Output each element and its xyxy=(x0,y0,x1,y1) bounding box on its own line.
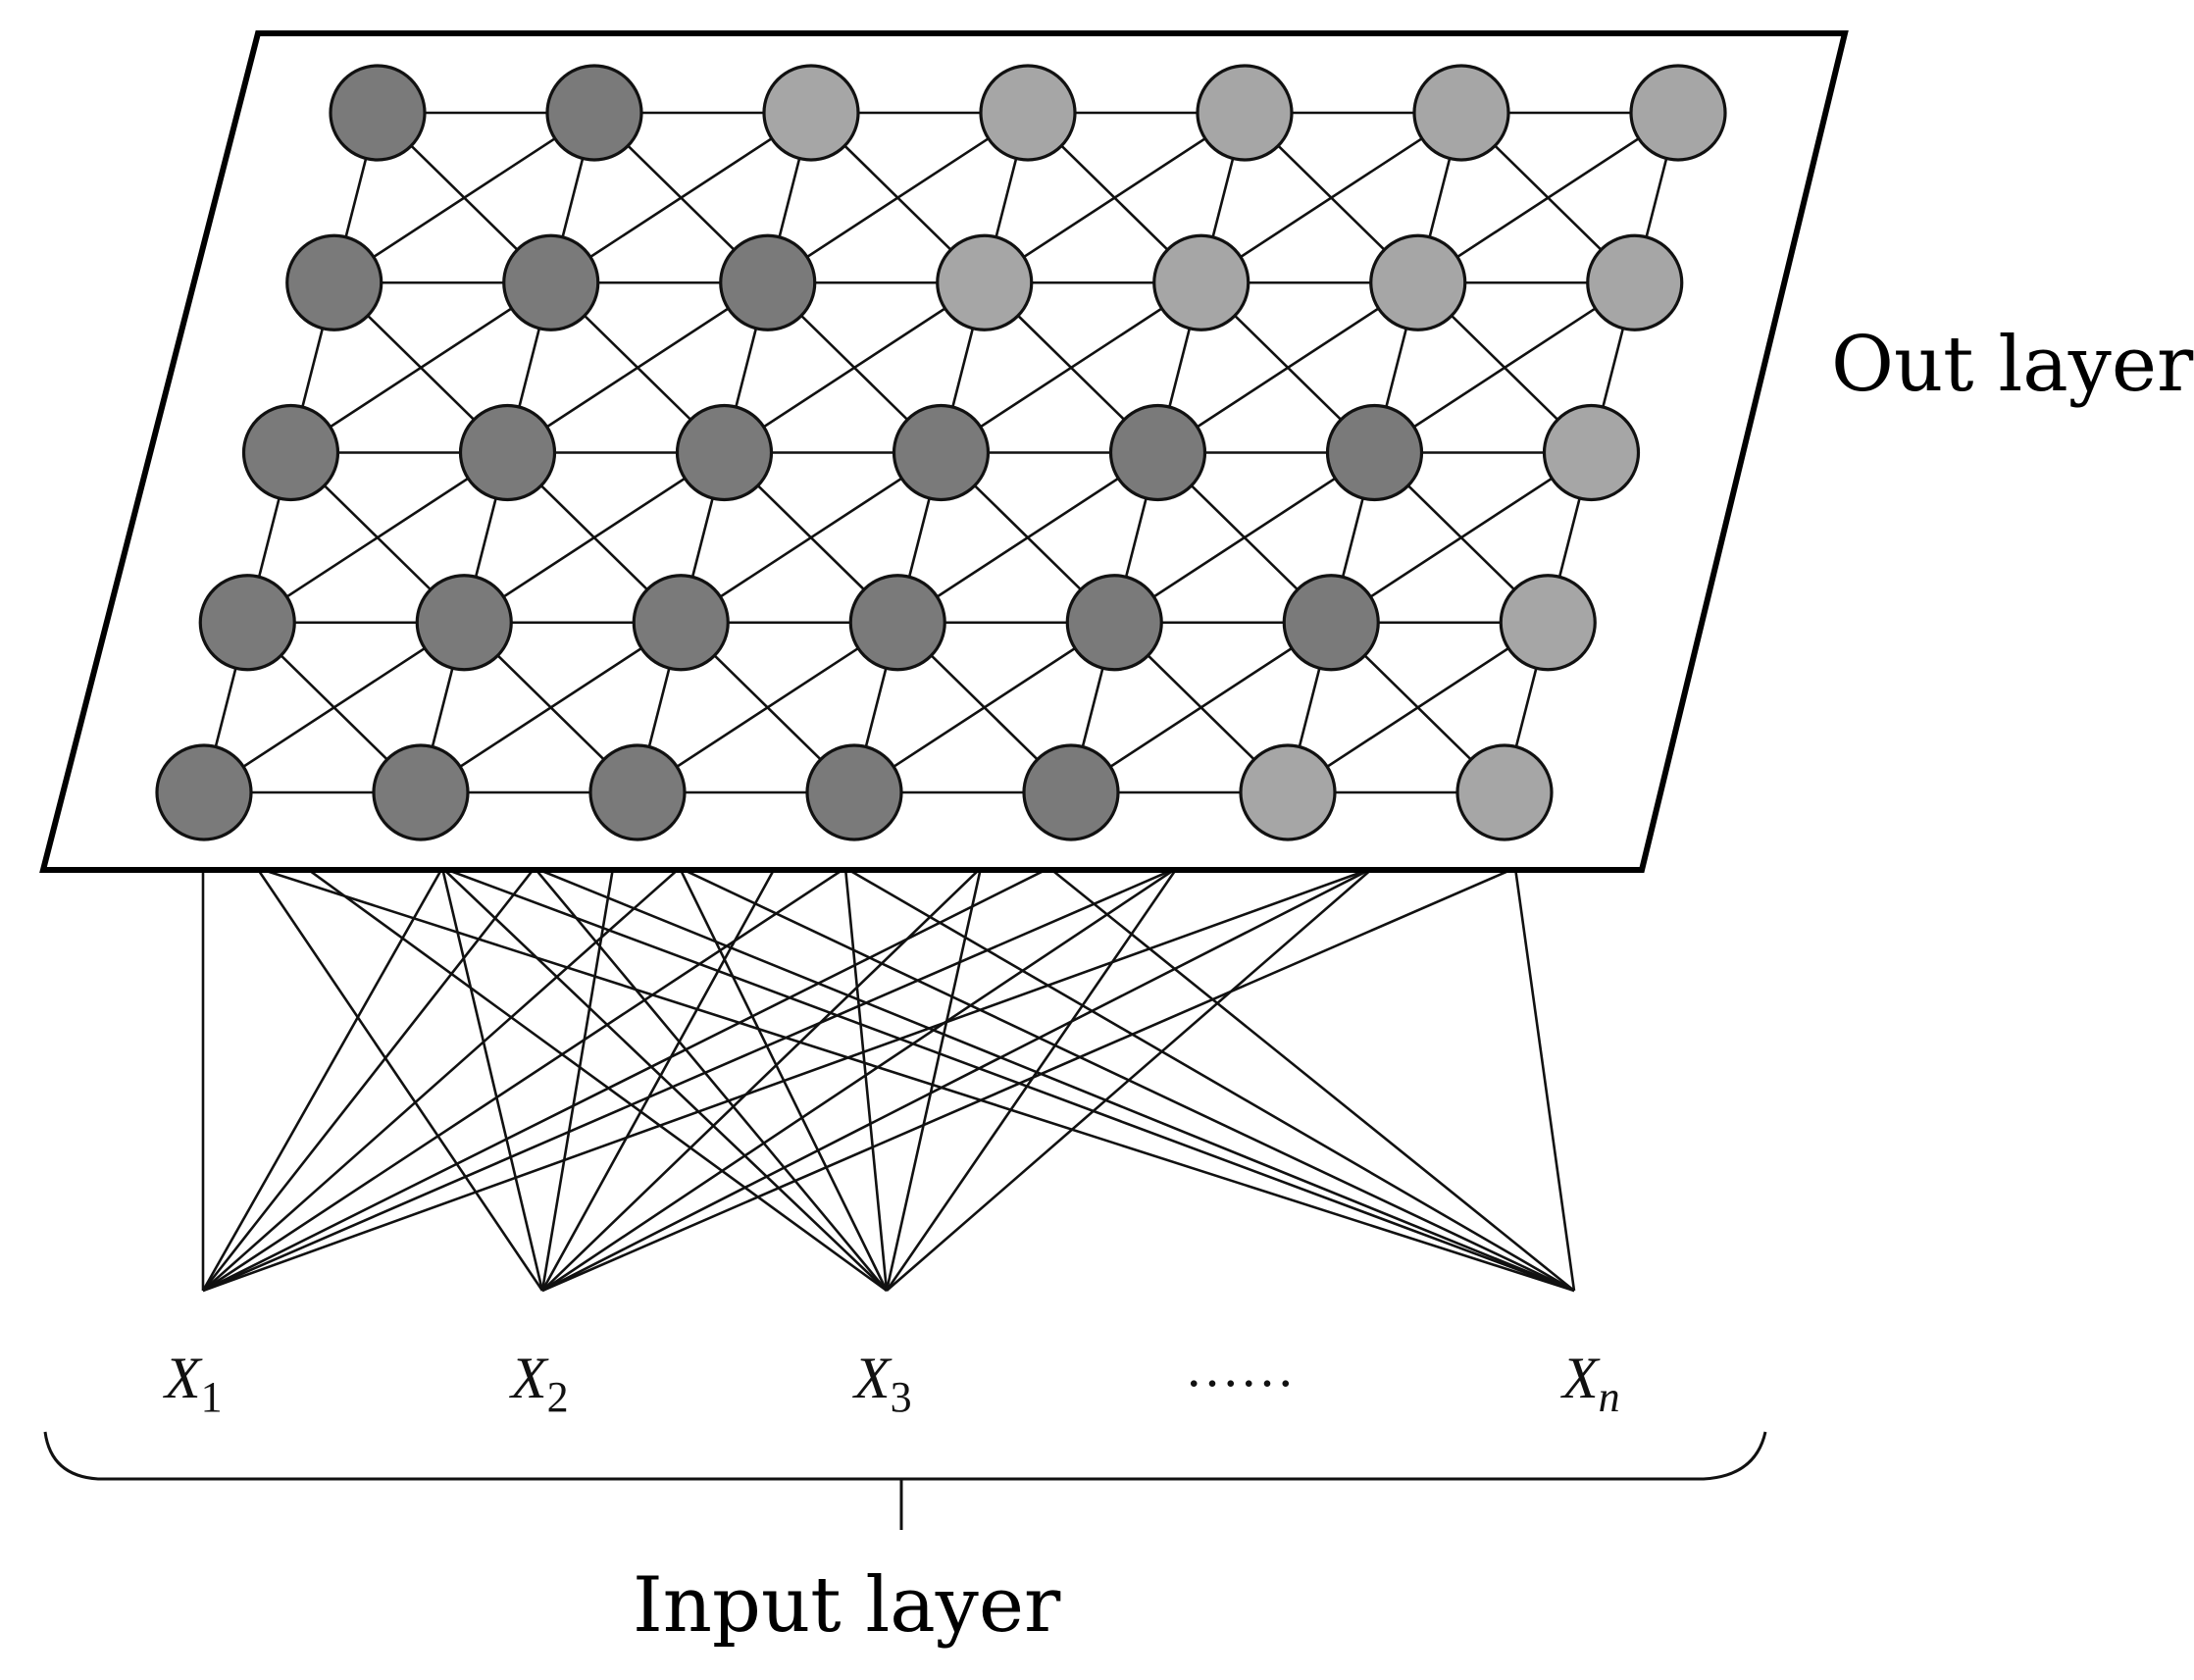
lattice-edge-diagonal xyxy=(463,451,726,624)
input-connection xyxy=(540,867,615,1292)
input-variable-label: X3 xyxy=(852,1346,912,1421)
input-connection xyxy=(202,866,1050,1293)
output-neuron xyxy=(1325,403,1424,502)
output-neuron xyxy=(372,743,470,841)
lattice-edge-diagonal xyxy=(637,621,898,794)
lattice-edge-diagonal xyxy=(1200,111,1462,284)
lattice-edge-diagonal xyxy=(1417,111,1679,284)
input-connection xyxy=(885,867,983,1292)
input-connection xyxy=(202,866,846,1293)
lattice-edge-diagonal xyxy=(1156,281,1419,454)
input-connections xyxy=(201,866,1576,1293)
output-layer-label: Out layer xyxy=(1831,321,2194,409)
output-neuron xyxy=(1065,574,1163,672)
output-neuron xyxy=(1499,574,1597,672)
lattice-edge-diagonal xyxy=(1287,621,1549,794)
input-connection xyxy=(202,866,1178,1293)
output-neuron xyxy=(979,64,1077,162)
lattice-edge-diagonal xyxy=(550,111,812,284)
lattice-edge-diagonal xyxy=(680,451,943,624)
output-neuron xyxy=(1282,574,1380,672)
input-connection xyxy=(201,867,536,1292)
output-neuron xyxy=(155,743,253,841)
lattice-edge-diagonal xyxy=(984,111,1246,284)
lattice-edge-diagonal xyxy=(246,451,509,624)
output-neuron xyxy=(1239,743,1337,841)
output-neuron xyxy=(415,574,513,672)
output-neuron xyxy=(1542,403,1641,502)
lattice-edge-diagonal xyxy=(896,451,1159,624)
input-connection xyxy=(305,866,888,1293)
output-neuron xyxy=(675,403,774,502)
input-connection xyxy=(534,867,888,1292)
input-connection xyxy=(679,866,1575,1293)
output-neuron xyxy=(1629,64,1727,162)
input-connection xyxy=(202,866,1374,1293)
input-connection xyxy=(440,867,544,1292)
input-connection xyxy=(201,867,444,1292)
input-connection xyxy=(540,867,777,1292)
output-neuron xyxy=(1455,743,1554,841)
output-neuron xyxy=(805,743,903,841)
input-connection xyxy=(541,866,1516,1293)
output-neuron xyxy=(1196,64,1294,162)
input-connection xyxy=(541,867,982,1292)
output-neuron xyxy=(1152,233,1250,331)
lattice-edge-diagonal xyxy=(723,281,986,454)
input-variable-label: X2 xyxy=(509,1346,569,1421)
output-neuron xyxy=(1586,233,1684,331)
output-neurons xyxy=(155,64,1727,841)
input-connection xyxy=(1513,867,1576,1292)
output-neuron xyxy=(285,233,383,331)
input-layer-brace xyxy=(43,1431,1767,1481)
input-ellipsis: …… xyxy=(1185,1338,1295,1399)
input-connection xyxy=(844,866,1575,1293)
lattice-edge-diagonal xyxy=(1070,621,1332,794)
lattice-edge-diagonal xyxy=(940,281,1202,454)
input-connection xyxy=(534,866,1575,1293)
output-neuron xyxy=(198,574,296,672)
output-neuron xyxy=(848,574,946,672)
input-connection xyxy=(255,867,544,1292)
input-layer-label: Input layer xyxy=(633,1561,1061,1650)
input-connection xyxy=(541,866,1374,1293)
lattice-edge-diagonal xyxy=(203,621,465,794)
lattice-edge-diagonal xyxy=(853,621,1115,794)
lattice-edge-diagonal xyxy=(1373,281,1636,454)
input-variable-label: X1 xyxy=(163,1346,223,1421)
input-connection xyxy=(441,867,888,1292)
output-neuron xyxy=(545,64,643,162)
output-neuron xyxy=(719,233,817,331)
output-neuron xyxy=(1022,743,1120,841)
input-variable-label: Xn xyxy=(1560,1346,1620,1421)
lattice-edge-diagonal xyxy=(1113,451,1376,624)
output-neuron xyxy=(762,64,860,162)
input-connection xyxy=(678,867,889,1292)
output-neuron xyxy=(588,743,687,841)
lattice-edge-diagonal xyxy=(420,621,682,794)
output-neuron xyxy=(1369,233,1467,331)
lattice-edge-diagonal xyxy=(289,281,552,454)
output-neuron xyxy=(632,574,730,672)
input-labels: X1 X2 X3 Xn xyxy=(163,1346,1620,1421)
lattice-edge-diagonal xyxy=(506,281,769,454)
lattice-edge-diagonal xyxy=(767,111,1029,284)
output-neuron xyxy=(458,403,557,502)
output-neuron xyxy=(241,403,340,502)
input-connection xyxy=(843,867,889,1292)
output-neuron xyxy=(1108,403,1207,502)
output-neuron xyxy=(892,403,991,502)
input-connection xyxy=(1048,866,1575,1293)
output-neuron xyxy=(329,64,427,162)
input-connection xyxy=(441,866,1575,1293)
input-connection xyxy=(256,866,1575,1293)
output-neuron xyxy=(1412,64,1510,162)
input-connection xyxy=(541,866,1178,1293)
input-connection xyxy=(885,867,1179,1292)
lattice-edge-diagonal xyxy=(1330,451,1593,624)
output-neuron xyxy=(502,233,600,331)
lattice-edge-diagonal xyxy=(333,111,595,284)
output-neuron xyxy=(936,233,1034,331)
